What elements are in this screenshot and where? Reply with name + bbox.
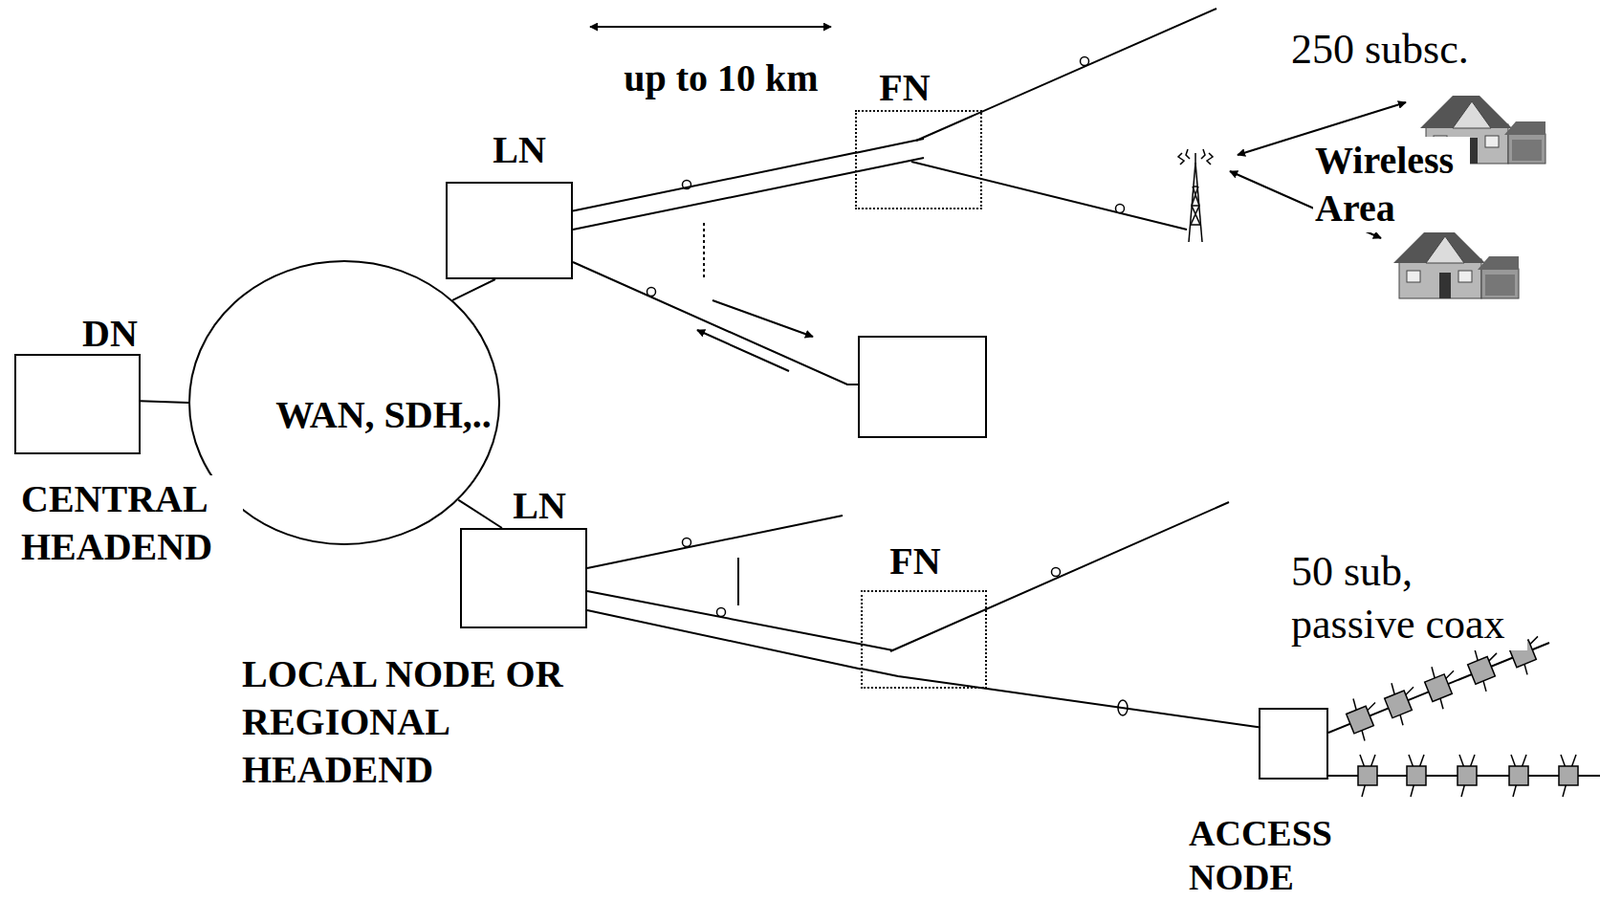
label-holder: 250 subsc. <box>0 0 182 53</box>
fibre-line <box>916 8 1217 141</box>
splice-dot <box>1052 568 1061 577</box>
dimension-arrow <box>590 25 832 28</box>
fibre-line <box>890 502 1229 652</box>
fibre-node-box: FN <box>854 109 983 210</box>
label-holder: 50 sub, passive coax <box>0 0 239 106</box>
fibre-line <box>860 668 987 689</box>
subscriber-count: 50 sub, passive coax <box>1289 545 1528 651</box>
fibre-connector <box>986 688 1259 727</box>
area-label: Wireless Area <box>1313 136 1470 233</box>
headend-label: CENTRAL HEADEND <box>19 475 243 571</box>
splice-dot <box>1116 204 1125 214</box>
node-label: DN <box>82 309 138 358</box>
fibre-connector <box>587 610 861 669</box>
label-holder: CENTRAL HEADEND <box>0 0 224 96</box>
house-icon <box>1393 230 1519 299</box>
fibre-connector <box>458 500 503 528</box>
label-holder: LOCAL NODE OR REGIONAL HEADEND <box>0 0 358 144</box>
node-label: FN <box>878 64 930 112</box>
coax-network <box>1328 632 1600 797</box>
fibre-line <box>587 515 843 569</box>
headend-label: LOCAL NODE OR REGIONAL HEADEND <box>240 650 598 794</box>
antenna-tower <box>1178 149 1213 242</box>
node-label: FN <box>889 537 941 586</box>
local-node-box: LN <box>445 181 573 280</box>
splice-dot <box>717 608 726 617</box>
fibre-line <box>911 161 1187 230</box>
dotted-divider <box>702 222 705 279</box>
node-label: WAN, SDH,.. <box>275 391 492 439</box>
label-holder: Wireless Area <box>0 0 157 96</box>
dimension-label: up to 10 km <box>621 54 820 103</box>
fibre-line <box>572 262 859 385</box>
splice-dot <box>647 287 657 297</box>
tick-mark <box>737 557 740 606</box>
local-node-box: LN <box>460 527 588 629</box>
remote-box <box>858 336 987 438</box>
direction-arrow <box>697 329 790 372</box>
fibre-connector <box>572 153 855 212</box>
fibre-line <box>572 157 924 230</box>
fibre-connector <box>140 400 189 403</box>
label-holder: up to 10 km <box>0 0 198 48</box>
node-label: LN <box>512 482 567 530</box>
direction-arrow <box>712 300 813 337</box>
fibre-node-box: FN <box>860 590 987 689</box>
splice-dot <box>1080 57 1090 66</box>
access-node-box: ACCESS NODE <box>1258 707 1329 780</box>
node-label: ACCESS NODE <box>1188 811 1361 899</box>
node-label: LN <box>492 126 547 175</box>
fibre-connector <box>452 279 496 301</box>
splice-dot <box>682 538 692 548</box>
subscriber-count: 250 subsc. <box>1289 22 1471 76</box>
headend-box: DN <box>14 353 141 455</box>
fibre-line <box>854 138 924 154</box>
